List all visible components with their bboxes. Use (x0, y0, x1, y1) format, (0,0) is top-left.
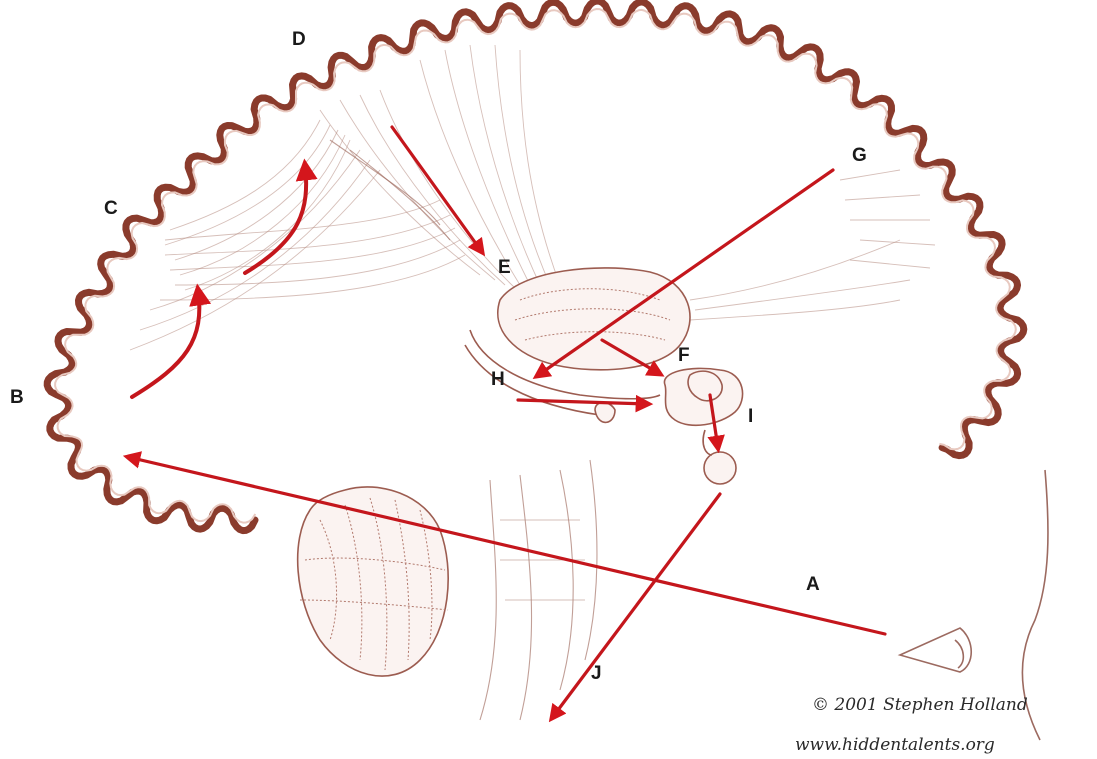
label-j: J (591, 663, 602, 684)
label-d: D (292, 29, 306, 50)
label-f: F (678, 345, 690, 366)
pituitary-gland (704, 452, 736, 484)
website-text: www.hiddentalents.org (795, 735, 995, 755)
label-i: I (748, 406, 753, 427)
label-g: G (852, 145, 867, 166)
deep-structures (465, 268, 743, 484)
thalamus (498, 268, 690, 370)
copyright-text: © 2001 Stephen Holland (812, 695, 1028, 715)
arrow-d-e (392, 127, 482, 252)
label-b: B (10, 387, 24, 408)
arrow-a (128, 457, 885, 634)
arrow-j (552, 494, 720, 718)
pathway-arrows (128, 127, 885, 718)
credit-block: © 2001 Stephen Holland www.hiddentalents… (795, 695, 1028, 755)
label-a: A (806, 574, 820, 595)
cerebral-cortex (47, 1, 1024, 531)
label-c: C (104, 198, 118, 219)
arrow-b-c (132, 290, 199, 397)
mammillary-body (595, 403, 615, 423)
label-h: H (491, 369, 505, 390)
arrow-h-f (518, 400, 648, 404)
label-e: E (498, 257, 511, 278)
